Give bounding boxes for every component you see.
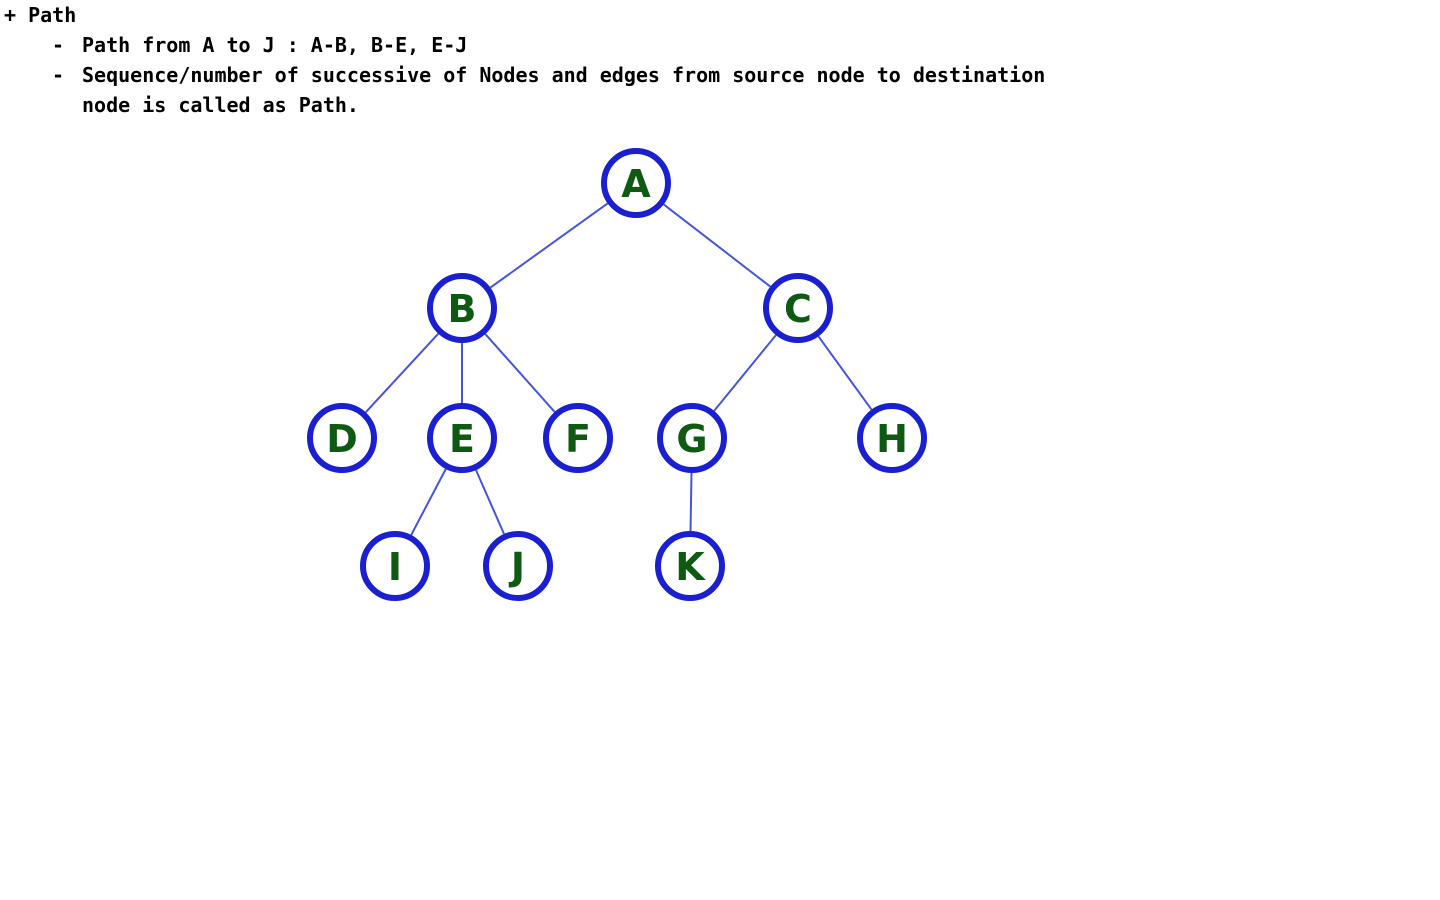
node-i-label: I: [388, 545, 402, 589]
node-j: J: [483, 531, 553, 601]
node-i-circle: [360, 531, 430, 601]
node-g-circle: [657, 403, 727, 473]
node-h-label: H: [876, 417, 908, 461]
node-f-label: F: [565, 417, 591, 461]
node-f-circle: [543, 403, 613, 473]
bullet-2: -: [52, 60, 64, 90]
heading-text: Path: [28, 3, 77, 27]
bullet-1-marker: -: [52, 33, 65, 57]
edge-a-b: [489, 202, 609, 289]
edge-b-d: [364, 333, 440, 413]
node-k-circle: [655, 531, 725, 601]
node-j-circle: [483, 531, 553, 601]
node-e-circle: [427, 403, 497, 473]
node-k: K: [655, 531, 725, 601]
node-a-label: A: [621, 162, 651, 206]
node-b-label: B: [448, 287, 477, 331]
node-g-label: G: [676, 417, 707, 461]
edge-a-c: [663, 203, 771, 288]
tree-nodes: A B C D E F G H I J K: [307, 148, 927, 601]
bullet-2-marker: -: [52, 63, 65, 87]
edge-c-h: [817, 335, 873, 411]
bullet-1-text: Path from A to J : A-B, B-E, E-J: [82, 33, 468, 57]
node-k-label: K: [675, 545, 706, 589]
node-d: D: [307, 403, 377, 473]
edge-c-g: [713, 334, 777, 412]
node-d-circle: [307, 403, 377, 473]
heading-marker: +: [4, 3, 17, 27]
node-f: F: [543, 403, 613, 473]
bullet-2-text-line-2: node is called as Path.: [82, 93, 359, 117]
node-e: E: [427, 403, 497, 473]
node-a: A: [601, 148, 671, 218]
node-h-circle: [857, 403, 927, 473]
edge-b-f: [484, 333, 556, 413]
node-a-circle: [601, 148, 671, 218]
node-b-circle: [427, 273, 497, 343]
node-i: I: [360, 531, 430, 601]
bullet-1: -: [52, 30, 64, 60]
node-c-circle: [763, 273, 833, 343]
bullet-2-text-line-1: Sequence/number of successive of Nodes a…: [82, 63, 1046, 87]
node-c-label: C: [784, 287, 812, 331]
node-e-label: E: [449, 417, 475, 461]
node-h: H: [857, 403, 927, 473]
heading-line: + Path: [4, 0, 76, 30]
node-g: G: [657, 403, 727, 473]
node-c: C: [763, 273, 833, 343]
tree-edges: [364, 202, 873, 536]
node-j-label: J: [508, 545, 525, 589]
node-b: B: [427, 273, 497, 343]
edge-e-j: [475, 469, 505, 535]
edge-e-i: [410, 468, 447, 536]
edge-g-k: [689, 472, 693, 532]
node-d-label: D: [326, 417, 358, 461]
